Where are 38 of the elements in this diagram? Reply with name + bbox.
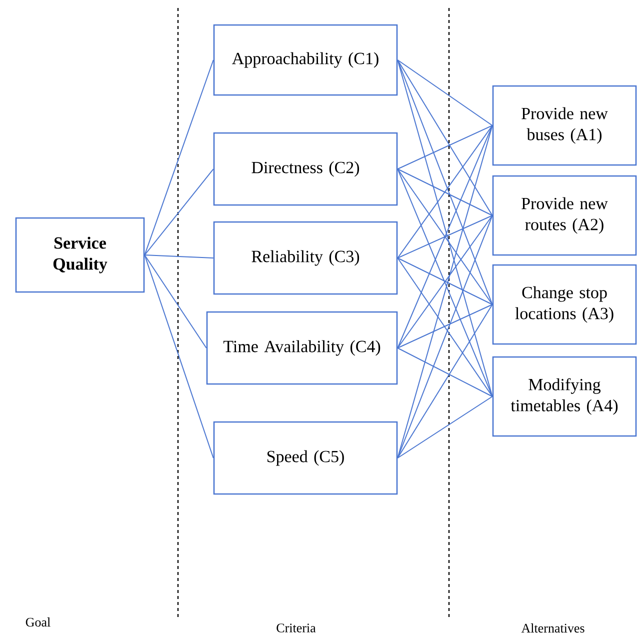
connector-line — [397, 60, 493, 397]
connector-line — [397, 125, 493, 258]
connector-line — [144, 168, 214, 256]
connector-line — [397, 396, 493, 458]
goal-box: Service Quality — [15, 217, 145, 293]
level-label: Criteria — [276, 624, 316, 632]
connector-line — [144, 254, 214, 458]
connector-line — [397, 215, 493, 458]
criterion-box: Time Availability (C4) — [206, 311, 398, 385]
connector-line — [397, 60, 493, 305]
connector-line — [397, 258, 493, 397]
connector-line — [397, 215, 493, 258]
connector-line — [144, 60, 214, 256]
connector-line — [397, 60, 493, 126]
connector-line — [397, 168, 493, 216]
alternative-box: Provide new routes (A2) — [492, 175, 637, 256]
connector-line — [397, 60, 493, 216]
criterion-box: Directness (C2) — [213, 132, 398, 206]
criterion-box: Approachability (C1) — [213, 24, 398, 96]
criterion-box: Speed (C5) — [213, 421, 398, 495]
criterion-box: Reliability (C3) — [213, 221, 398, 295]
connector-line — [397, 168, 493, 397]
connector-line — [397, 304, 493, 458]
connector-line — [397, 258, 493, 305]
alternative-box: Provide new buses (A1) — [492, 85, 637, 166]
connector-line — [397, 348, 493, 397]
alternative-box: Modifying timetables (A4) — [492, 356, 637, 437]
level-label: Goal — [26, 617, 50, 627]
connector-line — [397, 168, 493, 305]
level-label: Alternatives — [521, 623, 584, 633]
connector-line — [397, 125, 493, 348]
connector-line — [397, 125, 493, 458]
connector-line — [397, 304, 493, 348]
alternative-box: Change stop locations (A3) — [492, 264, 637, 345]
connector-line — [397, 215, 493, 348]
connector-line — [144, 254, 214, 258]
connector-line — [397, 125, 493, 170]
connector-line — [144, 254, 207, 348]
